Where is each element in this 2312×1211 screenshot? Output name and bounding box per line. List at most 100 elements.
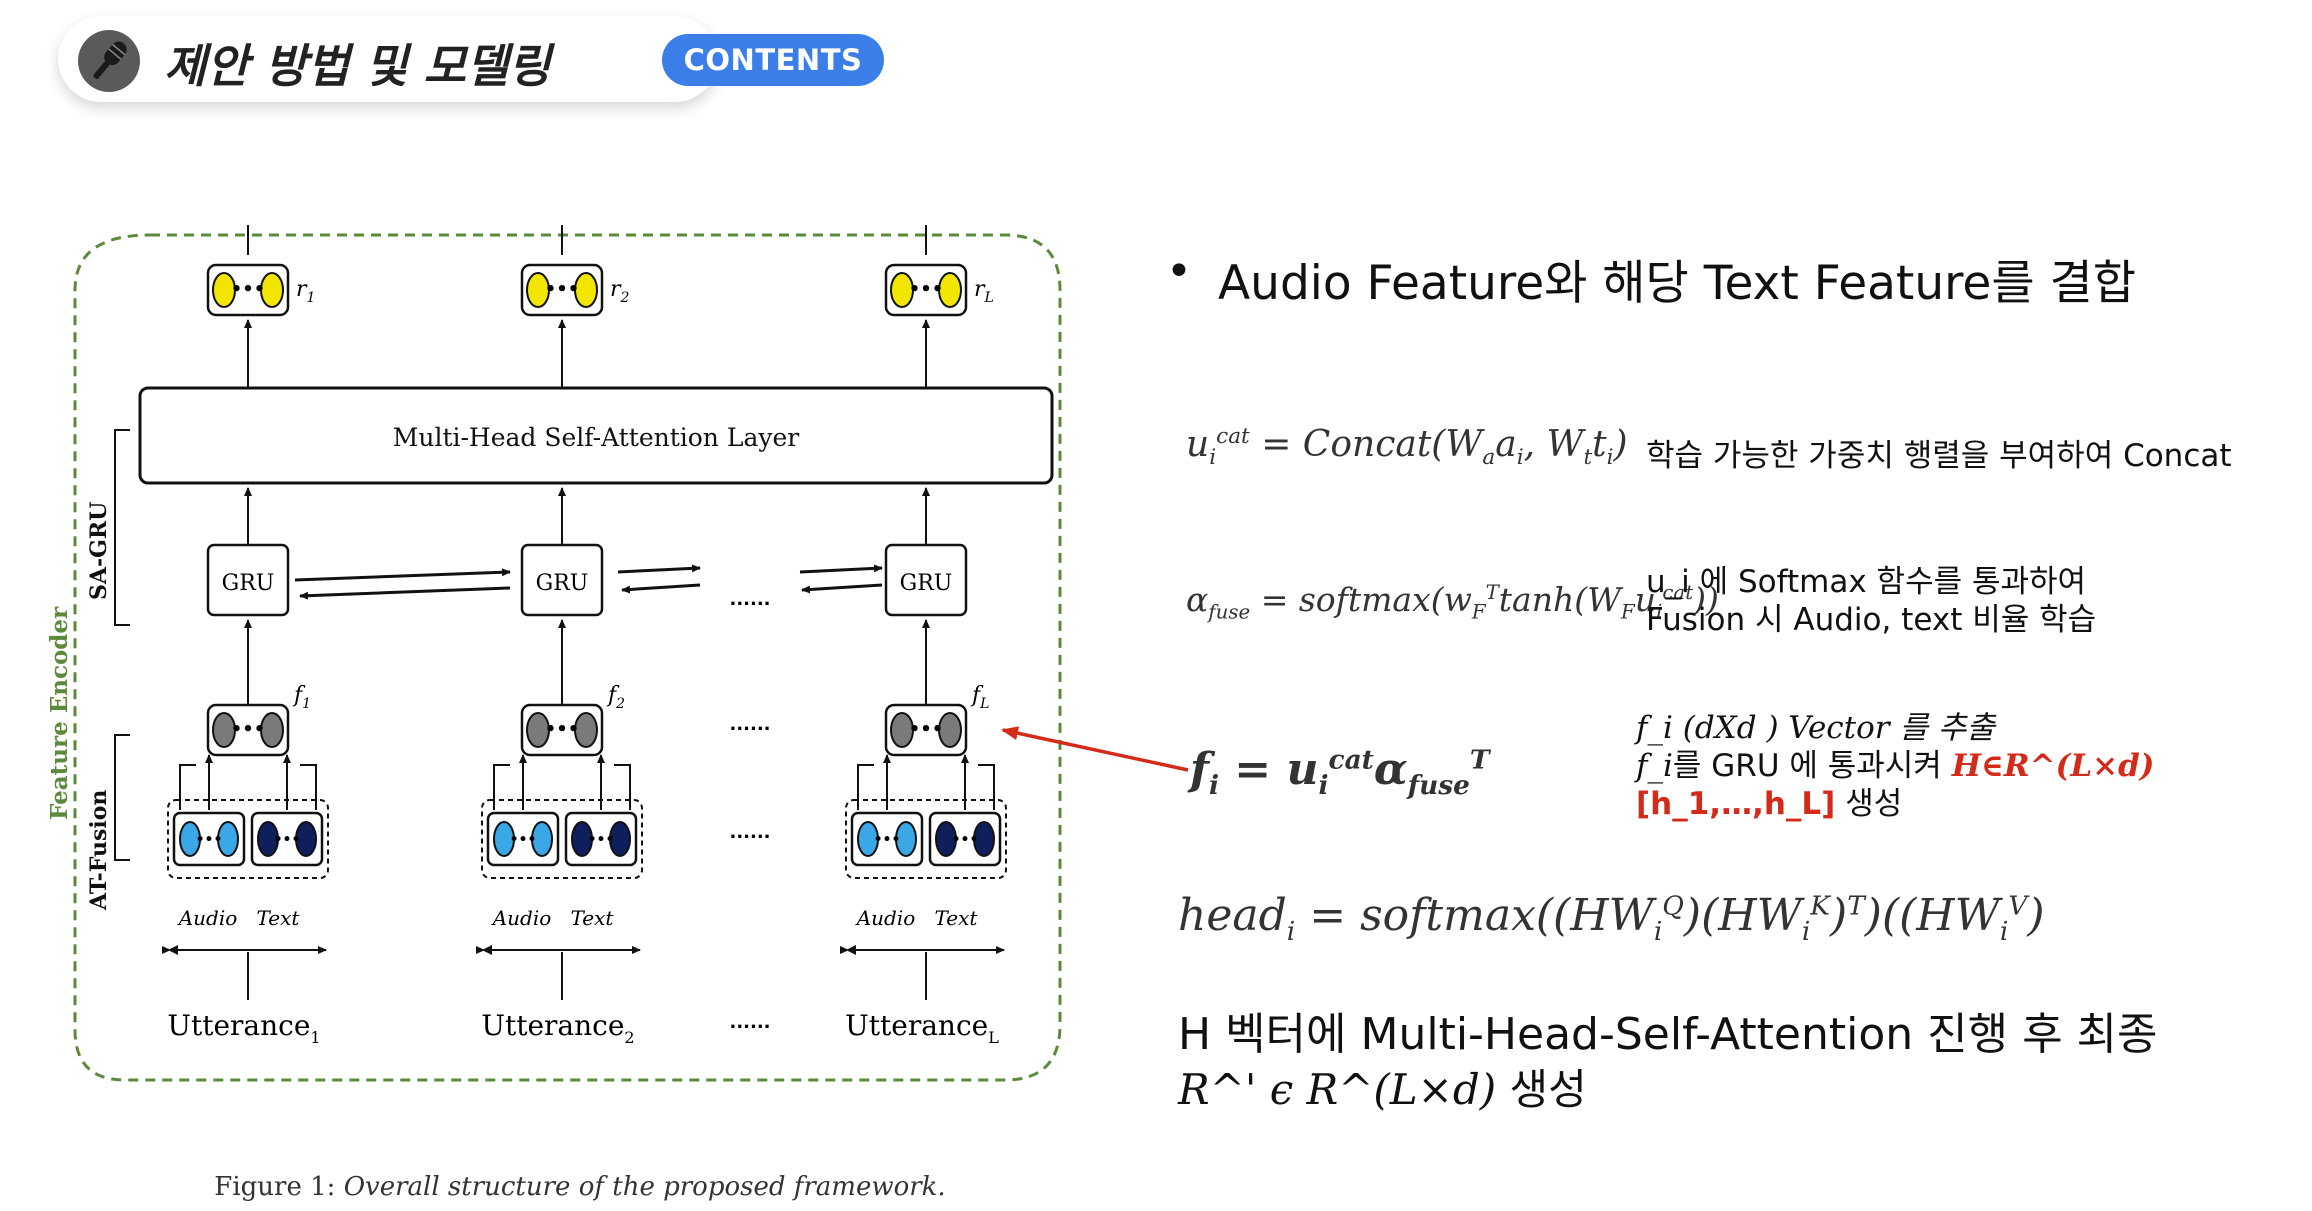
gru-label-1: GRU — [222, 571, 275, 596]
output-r-sub-1: 1 — [307, 290, 316, 306]
output-node-3-node-a — [890, 272, 914, 308]
audio-node-b-3 — [895, 821, 917, 857]
equation-f: fi = uicatαfuseT — [1190, 744, 1490, 801]
text-node-2: ••• — [564, 811, 638, 867]
audio-label-3: Audio — [855, 906, 916, 930]
utterance-label-2: Utterance2 — [481, 1009, 634, 1047]
output-node-3-dots: ••• — [909, 279, 944, 300]
microphone-icon — [78, 30, 140, 92]
text-dots-1: ••• — [274, 832, 301, 848]
section-header: 제안 방법 및 모델링 — [58, 16, 718, 102]
f-label-2: f2 — [606, 683, 625, 712]
split-arrow-left-2 — [482, 945, 492, 955]
f-node-1-node-b — [260, 712, 284, 748]
gru-recurrence-arrows — [294, 564, 883, 600]
f-sub-3: L — [979, 696, 989, 712]
output-node-1: ••• — [206, 263, 290, 317]
f-node-1: ••• — [206, 703, 290, 757]
ellipsis-utterance: ...... — [729, 1012, 770, 1033]
audio-node-b-1 — [217, 821, 239, 857]
text-dots-2: ••• — [588, 832, 615, 848]
ellipsis-f: ...... — [729, 714, 770, 735]
output-r-label-2: r2 — [610, 277, 630, 306]
feature-encoder-label: Feature Encoder — [46, 606, 73, 820]
output-node-1-dots: ••• — [231, 279, 266, 300]
equation-concat-description: 학습 가능한 가중치 행렬을 부여하여 Concat — [1646, 438, 2232, 474]
f-sub-2: 2 — [615, 696, 625, 712]
f-node-2-node-a — [526, 712, 550, 748]
audio-node-a-2 — [493, 821, 515, 857]
audio-dots-2: ••• — [510, 832, 537, 848]
f-node-3-node-b — [938, 712, 962, 748]
final-description-2: R^' ϵ R^(L×d) 생성 — [1178, 1065, 1587, 1114]
ellipsis-fusion: ...... — [729, 822, 770, 843]
output-r-sub-3: L — [984, 290, 994, 306]
equation-concat: uicat = Concat(Waai, Wtti) — [1186, 424, 1628, 471]
output-r-label-3: rL — [974, 277, 994, 306]
f-node-1-node-a — [212, 712, 236, 748]
audio-node-b-2 — [531, 821, 553, 857]
text-label-1: Text — [257, 906, 301, 930]
split-arrow-left-3 — [846, 945, 856, 955]
sa-gru-label: SA-GRU — [86, 502, 112, 600]
ellipsis-gru: ...... — [729, 589, 770, 610]
utterance-label-3: UtteranceL — [845, 1009, 999, 1047]
audio-label-1: Audio — [177, 906, 238, 930]
conn-text-side-2 — [614, 764, 631, 810]
f-node-3-dots: ••• — [909, 719, 944, 740]
output-node-3-node-b — [938, 272, 962, 308]
f-node-2-dots: ••• — [545, 719, 580, 740]
f-node-3-node-a — [890, 712, 914, 748]
text-node-a-1 — [257, 821, 279, 857]
gru-label-2: GRU — [536, 571, 589, 596]
audio-node-2: ••• — [486, 811, 560, 867]
audio-dots-3: ••• — [874, 832, 901, 848]
equation-f-description-3: [h_1,…,h_L] 생성 — [1636, 786, 1903, 822]
output-node-2-node-b — [574, 272, 598, 308]
audio-dots-1: ••• — [196, 832, 223, 848]
fusion-group-2 — [481, 799, 643, 879]
output-node-2-node-a — [526, 272, 550, 308]
text-node-b-1 — [295, 821, 317, 857]
page-title: 제안 방법 및 모델링 — [164, 39, 551, 93]
text-dots-3: ••• — [952, 832, 979, 848]
text-node-1: ••• — [250, 811, 324, 867]
text-node-b-3 — [973, 821, 995, 857]
utterance-sub-3: L — [988, 1028, 999, 1047]
fusion-group-1 — [167, 799, 329, 879]
gru-label-3: GRU — [900, 571, 953, 596]
audio-label-2: Audio — [491, 906, 552, 930]
f-node-3: ••• — [884, 703, 968, 757]
attention-layer-label: Multi-Head Self-Attention Layer — [393, 423, 800, 452]
conn-text-side-1 — [300, 764, 317, 810]
framework-diagram: Feature Encoder SA-GRU AT-Fusion Multi-H… — [46, 225, 1062, 1202]
split-arrow-left-1 — [168, 945, 178, 955]
at-fusion-bracket — [114, 734, 130, 861]
output-node-2: ••• — [520, 263, 604, 317]
final-description-1: H 벡터에 Multi-Head-Self-Attention 진행 후 최종 — [1178, 1009, 2158, 1060]
audio-node-a-3 — [857, 821, 879, 857]
text-node-3: ••• — [928, 811, 1002, 867]
f-node-2: ••• — [520, 703, 604, 757]
equation-head: headi = softmax((HWiQ)(HWiK)T)((HWiV) — [1178, 890, 2045, 947]
bullet-text: Audio Feature와 해당 Text Feature를 결합 — [1218, 256, 2136, 311]
utterance-sub-1: 1 — [310, 1028, 320, 1047]
output-node-1-node-b — [260, 272, 284, 308]
figure-caption: Figure 1: Overall structure of the propo… — [214, 1172, 945, 1202]
conn-text-side-3 — [978, 764, 995, 810]
fusion-group-3 — [845, 799, 1007, 879]
text-node-a-2 — [571, 821, 593, 857]
equation-alpha-fuse: αfuse = softmax(wFTtanh(WFuicat)) — [1186, 580, 1719, 624]
output-node-2-dots: ••• — [545, 279, 580, 300]
contents-button[interactable]: CONTENTS — [662, 34, 884, 86]
conn-audio-side-1 — [179, 764, 196, 810]
f-sub-1: 1 — [302, 696, 311, 712]
text-label-2: Text — [571, 906, 615, 930]
equation-f-description-2: f_i를 GRU 에 통과시켜 H∈R^(L×d) — [1636, 748, 2155, 784]
output-node-3: ••• — [884, 263, 968, 317]
equation-alpha-description-2: Fusion 시 Audio, text 비율 학습 — [1646, 602, 2097, 638]
conn-audio-side-2 — [493, 764, 510, 810]
